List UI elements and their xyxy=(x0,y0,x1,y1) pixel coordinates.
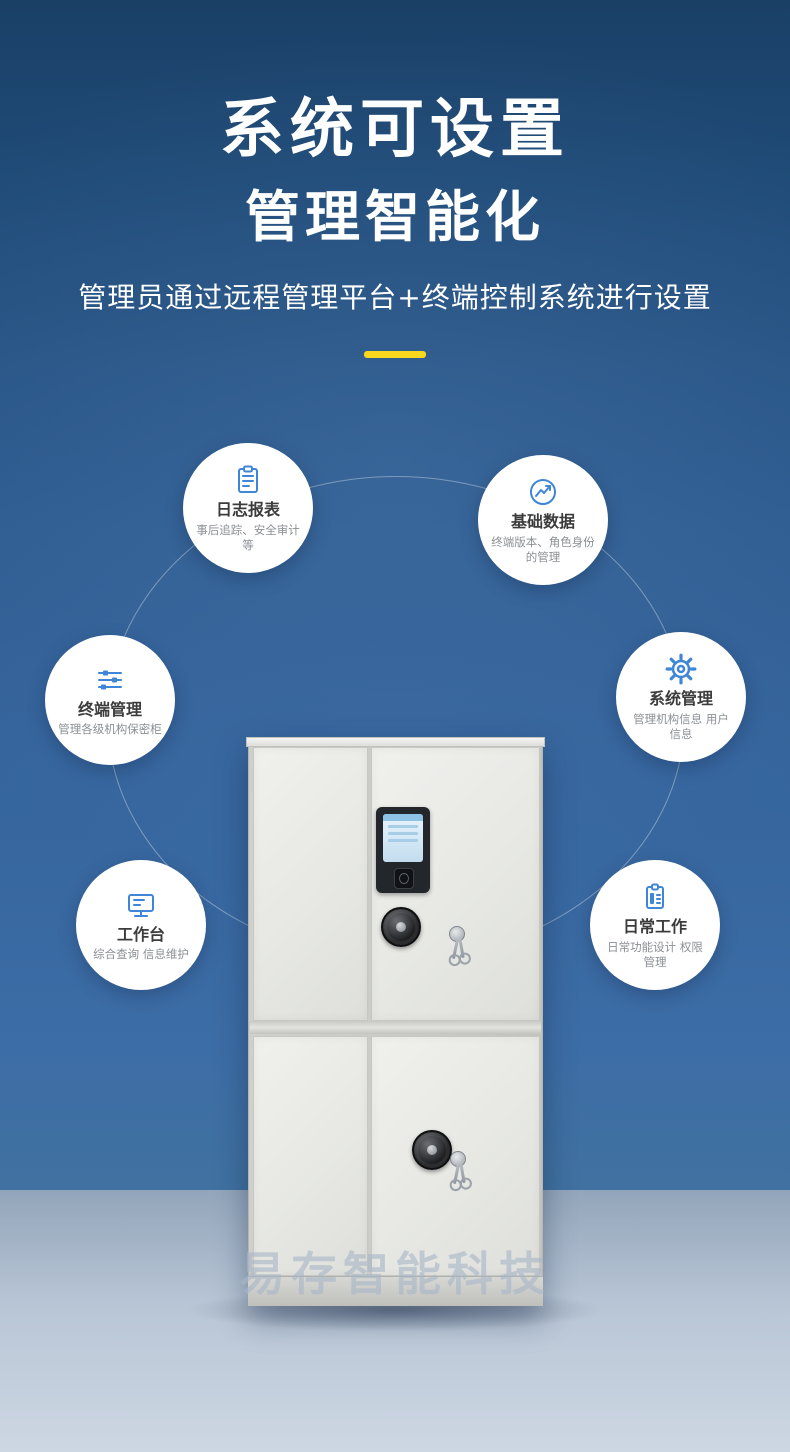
brand-watermark: 易存智能科技 xyxy=(239,1247,551,1301)
fingerprint-sensor xyxy=(394,868,414,889)
accent-dash xyxy=(364,351,426,358)
lock-screen-header xyxy=(383,814,423,821)
dial-center xyxy=(427,1145,437,1155)
feature-base-data: 基础数据 终端版本、角色身份的管理 xyxy=(478,455,608,585)
feature-workbench: 工作台 综合查询 信息维护 xyxy=(76,860,206,990)
feature-terminal-mgmt: 终端管理 管理各级机构保密柜 xyxy=(45,635,175,765)
feature-title: 日常工作 xyxy=(622,917,687,937)
report-icon xyxy=(232,463,264,497)
feature-desc: 终端版本、角色身份的管理 xyxy=(491,534,595,564)
combination-dial-upper xyxy=(381,907,421,947)
page-title: 系统可设置 xyxy=(220,93,570,167)
cabinet-divider xyxy=(250,1021,541,1034)
combination-dial-lower xyxy=(412,1130,452,1170)
lock-screen-line xyxy=(388,825,418,828)
feature-desc: 事后追踪、安全审计等 xyxy=(196,522,300,552)
feature-title: 日志报表 xyxy=(215,500,280,520)
feature-desc: 综合查询 信息维护 xyxy=(93,947,189,962)
dial-center xyxy=(396,922,406,932)
feature-title: 系统管理 xyxy=(648,689,713,709)
smart-lock-panel xyxy=(376,807,430,893)
data-chart-icon xyxy=(527,475,559,509)
cabinet-top-edge xyxy=(246,737,545,747)
feature-system-mgmt: 系统管理 管理机构信息 用户信息 xyxy=(616,632,746,762)
cabinet-base xyxy=(248,1276,543,1306)
lock-screen-line xyxy=(388,832,418,835)
page-subtitle: 管理智能化 xyxy=(244,185,545,249)
lock-screen xyxy=(383,814,423,862)
cabinet-door-lower-left xyxy=(253,1036,368,1276)
feature-desc: 日常功能设计 权限管理 xyxy=(607,939,703,969)
clipboard-icon xyxy=(639,880,671,914)
sliders-icon xyxy=(93,663,127,697)
smart-cabinet-image xyxy=(246,737,545,1306)
feature-title: 终端管理 xyxy=(77,699,142,719)
lock-screen-line xyxy=(388,839,418,842)
feature-title: 基础数据 xyxy=(510,512,575,532)
feature-desc: 管理各级机构保密柜 xyxy=(58,722,162,737)
fingerprint-oval xyxy=(399,873,409,884)
feature-desc: 管理机构信息 用户信息 xyxy=(633,711,729,741)
feature-daily-work: 日常工作 日常功能设计 权限管理 xyxy=(590,860,720,990)
page-description: 管理员通过远程管理平台+终端控制系统进行设置 xyxy=(78,281,712,314)
feature-log-report: 日志报表 事后追踪、安全审计等 xyxy=(183,443,313,573)
gear-icon xyxy=(664,652,698,686)
monitor-icon xyxy=(124,888,158,922)
feature-title: 工作台 xyxy=(116,924,165,944)
cabinet-door-upper-left xyxy=(253,747,368,1021)
